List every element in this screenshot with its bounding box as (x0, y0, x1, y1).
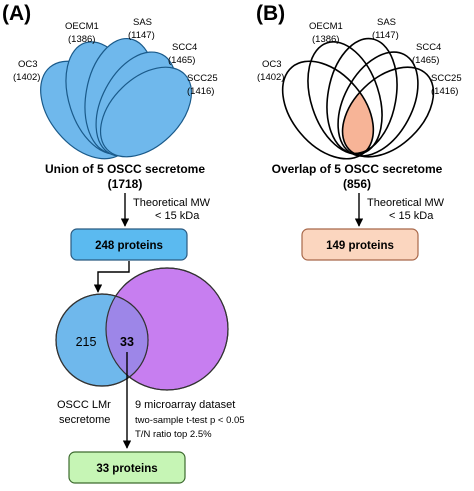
venn-diagram (55, 267, 229, 391)
box-248-proteins (70, 228, 188, 261)
venn-intersection-count: 33 (120, 335, 134, 349)
microarray-line2: two-sample t-test p < 0.05 (135, 415, 245, 426)
count-b-sas: (1147) (372, 30, 399, 41)
label-b-oc3: OC3 (262, 59, 282, 70)
label-oecm1: OECM1 (65, 21, 99, 32)
label-b-oecm1: OECM1 (309, 21, 343, 32)
count-scc4: (1465) (168, 55, 195, 66)
petal-b-oecm1 (307, 41, 383, 155)
arrow-to-venn (93, 261, 130, 293)
petal-scc25 (99, 66, 193, 158)
union-count: (1718) (108, 177, 143, 191)
count-b-oc3: (1402) (257, 72, 284, 83)
venn-left-only: 215 (76, 335, 97, 349)
venn-left-label-2: secretome (59, 414, 110, 426)
count-b-scc4: (1465) (412, 55, 439, 66)
box-33-label: 33 proteins (96, 463, 157, 475)
petal-b-scc25 (341, 66, 435, 158)
label-oc3: OC3 (18, 59, 38, 70)
count-sas: (1147) (128, 30, 155, 41)
venn-left-label-1: OSCC LMr (57, 399, 111, 411)
label-b-sas: SAS (377, 17, 396, 28)
count-b-scc25: (1416) (431, 86, 458, 97)
petal-b-scc4 (337, 51, 419, 157)
box-248-label: 248 proteins (95, 240, 163, 252)
filter-a-line1: Theoretical MW (133, 197, 211, 209)
count-scc25: (1416) (187, 86, 214, 97)
label-scc25: SCC25 (187, 73, 218, 84)
count-oc3: (1402) (13, 72, 40, 83)
count-b-oecm1: (1386) (312, 34, 339, 45)
overlap-flower (281, 37, 435, 160)
overlap-region (342, 67, 392, 157)
box-33-proteins (68, 451, 186, 484)
union-flower (40, 37, 193, 160)
microarray-line3: T/N ratio top 2.5% (135, 429, 212, 440)
label-b-scc4: SCC4 (416, 42, 441, 53)
label-b-scc25: SCC25 (431, 73, 462, 84)
panel-a-label: (A) (2, 2, 31, 25)
microarray-line1: 9 microarray dataset (135, 399, 235, 411)
count-oecm1: (1386) (68, 34, 95, 45)
box-149-label: 149 proteins (326, 240, 394, 252)
overlap-title: Overlap of 5 OSCC secretome (272, 162, 443, 176)
filter-b-line2: < 15 kDa (389, 210, 434, 222)
filter-b-line1: Theoretical MW (367, 197, 445, 209)
overlap-count: (856) (343, 177, 371, 191)
union-title: Union of 5 OSCC secretome (45, 162, 205, 176)
panel-b-label: (B) (256, 2, 285, 25)
filter-a-line2: < 15 kDa (155, 210, 200, 222)
box-149-proteins (301, 228, 419, 261)
label-scc4: SCC4 (172, 42, 197, 53)
label-sas: SAS (133, 17, 152, 28)
